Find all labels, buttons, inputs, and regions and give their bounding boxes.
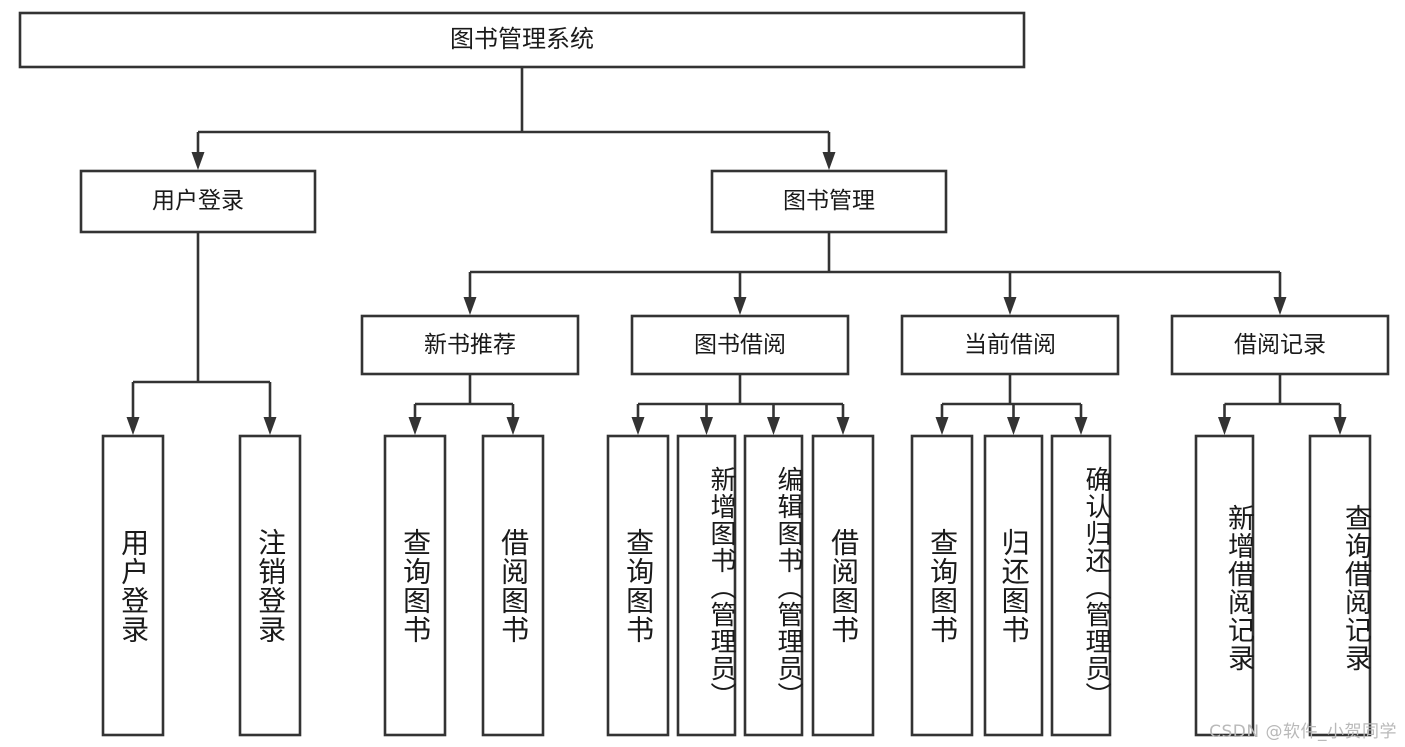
node-box-l3-1[interactable]	[360, 314, 580, 376]
edge-group-l3-2	[631, 374, 850, 435]
edge-group-l3-3	[935, 374, 1088, 435]
edge-group-l2-2	[463, 232, 1287, 315]
edge-group-l3-4	[1218, 374, 1347, 435]
node-box-l4-10[interactable]	[983, 434, 1044, 737]
node-box-l3-4[interactable]	[1170, 314, 1390, 376]
nodes-layer	[18, 11, 1390, 737]
node-box-l4-13[interactable]	[1308, 434, 1372, 737]
node-box-l4-4[interactable]	[481, 434, 545, 737]
edge-group-root	[191, 67, 836, 170]
node-box-l4-11[interactable]	[1050, 434, 1112, 737]
node-box-l4-1[interactable]	[101, 434, 165, 737]
edges-layer	[126, 67, 1347, 435]
node-box-l3-2[interactable]	[630, 314, 850, 376]
node-box-l4-9[interactable]	[910, 434, 974, 737]
edge-group-l2-1	[126, 232, 277, 435]
node-box-l2-1[interactable]	[79, 169, 317, 234]
node-box-l4-7[interactable]	[743, 434, 804, 737]
node-box-l4-6[interactable]	[676, 434, 737, 737]
node-box-l4-5[interactable]	[606, 434, 670, 737]
node-box-l4-2[interactable]	[238, 434, 302, 737]
node-box-l4-8[interactable]	[811, 434, 875, 737]
node-box-l2-2[interactable]	[710, 169, 948, 234]
node-box-root[interactable]	[18, 11, 1026, 69]
node-box-l4-12[interactable]	[1194, 434, 1255, 737]
edge-group-l3-1	[408, 374, 520, 435]
node-box-l3-3[interactable]	[900, 314, 1120, 376]
node-box-l4-3[interactable]	[383, 434, 447, 737]
